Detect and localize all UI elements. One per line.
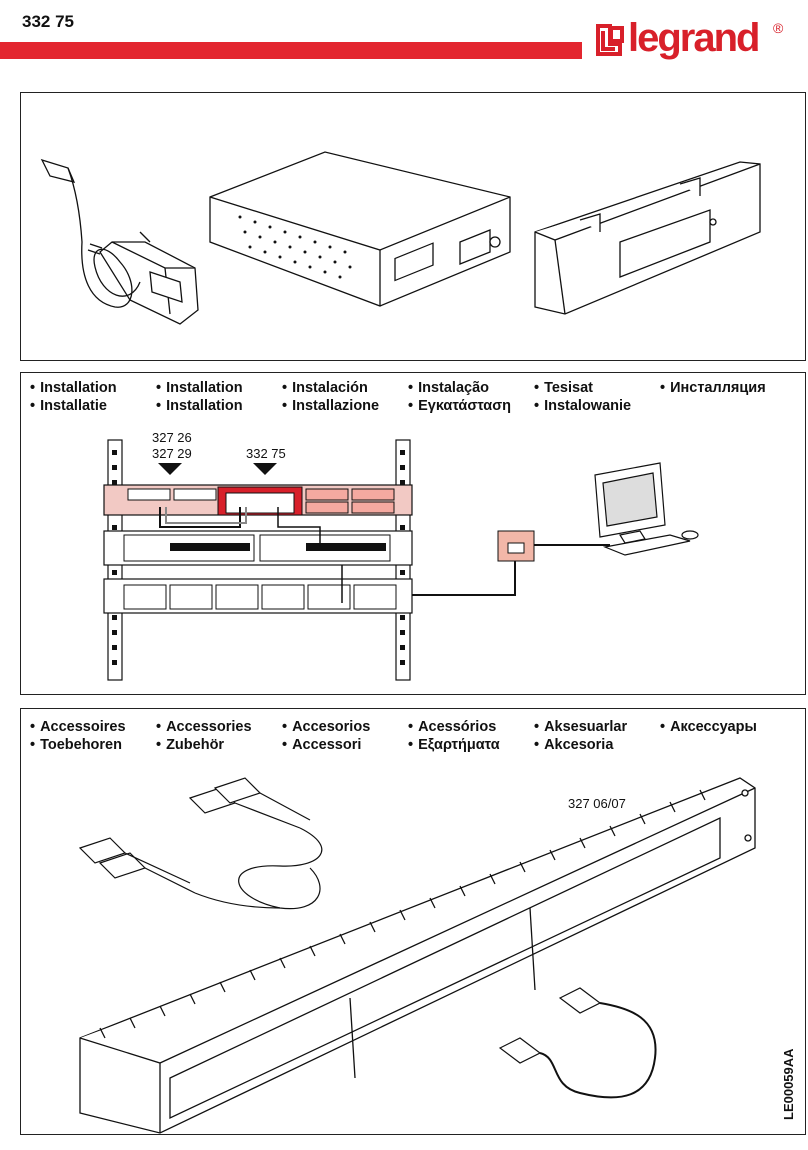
ref-label-332-75: 332 75 (246, 446, 286, 461)
access-title-nl: •Toebehoren (30, 737, 122, 753)
install-title-el: •Εγκατάσταση (408, 398, 511, 414)
rj45-patch-cord-icon (498, 987, 657, 1099)
install-title-de: •Installation (156, 398, 243, 414)
access-title-it: •Accessori (282, 737, 362, 753)
ref-label-327-29: 327 29 (152, 446, 192, 461)
install-title-pt: •Instalação (408, 380, 489, 396)
install-title-en: •Installation (156, 380, 243, 396)
brand-registered-mark: ® (773, 20, 784, 36)
install-title-tr: •Tesisat (534, 380, 593, 396)
access-title-fr: •Accessoires (30, 719, 126, 735)
brand-logo-text: legrand (628, 16, 760, 60)
header-red-bar (0, 42, 582, 59)
install-title-it: •Installazione (282, 398, 380, 414)
access-title-en: •Accessories (156, 719, 252, 735)
cable-management-panel-icon (79, 777, 756, 1134)
installation-panel (20, 372, 806, 695)
media-converter-icon (209, 151, 511, 307)
mounting-bracket-icon (534, 161, 761, 315)
access-title-es: •Accesorios (282, 719, 371, 735)
access-title-ru: •Аксессуары (660, 719, 757, 735)
document-code: LE00059AA (781, 1048, 796, 1120)
document-id: 332 75 (22, 12, 74, 31)
access-title-tr: •Aksesuarlar (534, 719, 628, 735)
install-title-pl: •Instalowanie (534, 398, 632, 414)
accessories-panel (20, 708, 806, 1135)
install-title-es: •Instalación (282, 380, 368, 396)
products-illustration (40, 151, 761, 325)
products-panel (20, 92, 806, 361)
install-title-ru: •Инсталляция (660, 380, 766, 396)
wall-socket-icon (497, 530, 535, 562)
access-title-de: •Zubehör (156, 737, 225, 753)
install-title-fr: •Installation (30, 380, 117, 396)
legrand-logo-icon (596, 24, 624, 56)
access-title-el: •Εξαρτήματα (408, 737, 500, 753)
computer-icon (594, 462, 699, 556)
access-title-pl: •Akcesoria (534, 737, 614, 753)
install-title-nl: •Installatie (30, 398, 107, 414)
fiber-patch-cord-icon (78, 777, 323, 910)
ref-label-327-26: 327 26 (152, 430, 192, 445)
access-title-pt: •Acessórios (408, 719, 497, 735)
rack-icon (103, 439, 699, 681)
power-adapter-icon (40, 158, 199, 325)
ref-label-327-06-07: 327 06/07 (568, 796, 626, 811)
accessories-illustration (78, 777, 756, 1134)
